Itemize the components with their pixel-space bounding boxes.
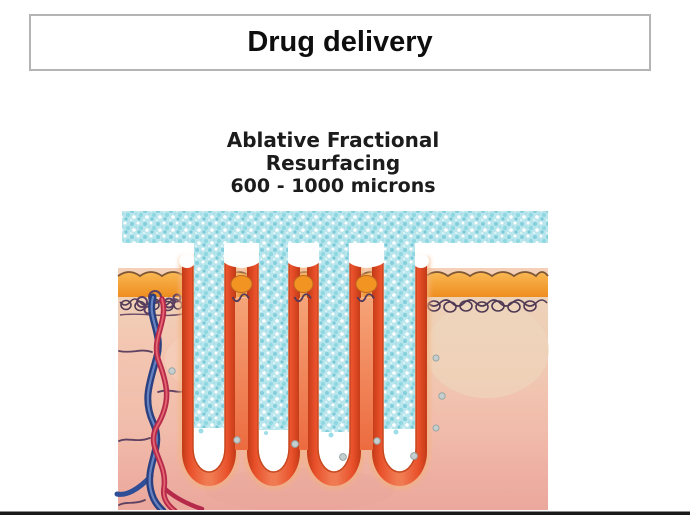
slide-title: Drug delivery	[247, 26, 433, 58]
drug-layer	[122, 211, 548, 438]
blood-vessels	[114, 290, 205, 515]
drug-film	[122, 211, 548, 243]
drug-column	[384, 240, 415, 429]
drug-droplets	[168, 354, 446, 461]
drug-column	[259, 240, 288, 430]
heading-line-1: Ablative Fractional	[226, 128, 440, 152]
diagram-heading: Ablative Fractional Resurfacing 600 - 10…	[118, 129, 548, 198]
heading-line-2: Resurfacing	[265, 151, 401, 175]
bottom-divider	[0, 510, 690, 515]
heading-line-3: 600 - 1000 microns	[230, 175, 436, 197]
title-box: Drug delivery	[29, 14, 651, 71]
drug-column	[319, 240, 349, 432]
drug-column	[194, 240, 224, 428]
channel-pillars	[179, 250, 429, 450]
